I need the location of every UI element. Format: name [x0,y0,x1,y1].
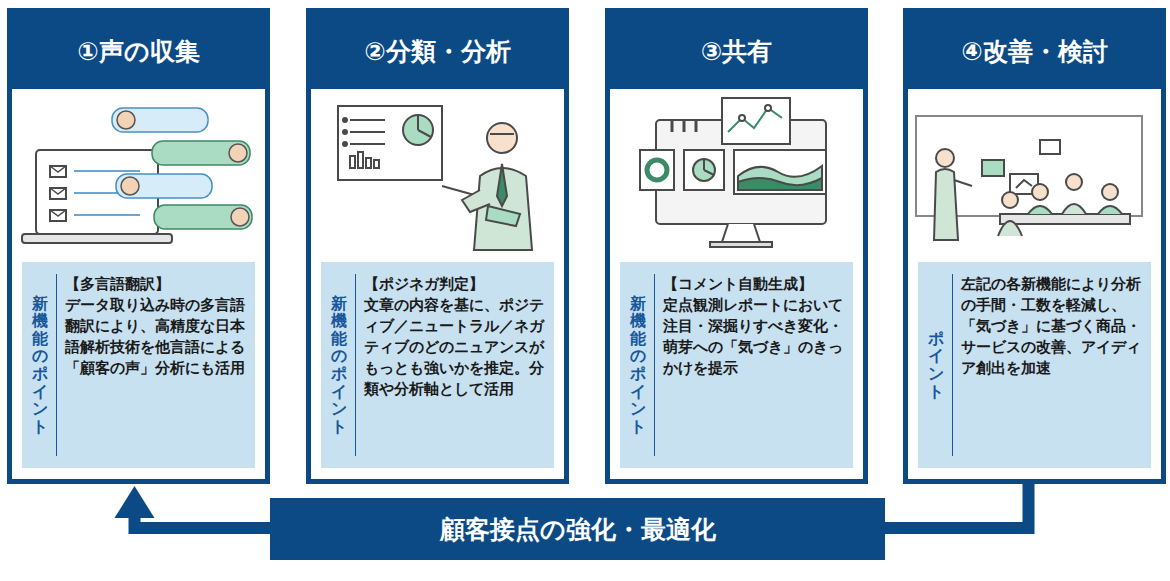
step-panel: ②分類・分析新機能のポイント 【ポジネガ判定】文章の内容を基に、ポジティブ／ニュー… [306,8,569,484]
monitor-illustration [640,98,826,247]
vertical-label: 新機能のポイント [331,295,347,436]
divider-line [654,274,655,456]
feature-box: 新機能のポイント 【ポジネガ判定】文章の内容を基に、ポジティブ／ニュートラル／ネガ… [321,262,554,468]
feature-body: データ取り込み時の多言語翻訳により、高精度な日本語解析技術を他言語による「顧客の… [65,295,245,379]
feature-heading: 【ポジネガ判定】 [364,274,544,295]
feature-heading: 【コメント自動生成】 [663,274,843,295]
feature-body: 左記の各新機能により分析の手間・工数を軽減し、「気づき」に基づく商品・サービスの… [961,274,1141,379]
feature-box: 新機能のポイント 【コメント自動生成】定点観測レポートにおいて注目・深掘りすべき変… [620,262,853,468]
step-title: ①声の収集 [12,13,265,89]
feature-box: ポイント 左記の各新機能により分析の手間・工数を軽減し、「気づき」に基づく商品・サ… [918,262,1151,468]
feature-box: 新機能のポイント 【多言語翻訳】データ取り込み時の多言語翻訳により、高精度な日本語… [22,262,255,468]
step-panel: ①声の収集新機能のポイント 【多言語翻訳】データ取り込み時の多言語翻訳により、高精… [7,8,270,484]
loop-band-label: 顧客接点の強化・最適化 [270,498,885,560]
feature-heading: 【多言語翻訳】 [65,274,245,295]
feature-text-column: 左記の各新機能により分析の手間・工数を軽減し、「気づき」に基づく商品・サービスの… [961,274,1141,456]
step-title: ②分類・分析 [311,13,564,89]
divider-line [56,274,57,456]
step-title: ④改善・検討 [908,13,1161,89]
step-panel: ④改善・検討ポイント 左記の各新機能により分析の手間・工数を軽減し、「気づき」に基… [903,8,1166,484]
feature-body: 定点観測レポートにおいて注目・深掘りすべき変化・萌芽への「気づき」のきっかけを提… [663,295,843,379]
arrow-head [115,486,155,518]
feature-text-column: 【ポジネガ判定】文章の内容を基に、ポジティブ／ニュートラル／ネガティブのどのニュ… [364,274,544,456]
vertical-label: 新機能のポイント [630,295,646,436]
divider-line [952,274,953,456]
step-title: ③共有 [610,13,863,89]
feature-text-column: 【多言語翻訳】データ取り込み時の多言語翻訳により、高精度な日本語解析技術を他言語… [65,274,245,456]
feature-text-column: 【コメント自動生成】定点観測レポートにおいて注目・深掘りすべき変化・萌芽への「気… [663,274,843,456]
meeting-illustration [916,116,1142,240]
presenter-illustration [338,106,532,250]
divider-line [355,274,356,456]
vertical-label: 新機能のポイント [32,295,48,436]
step-panel: ③共有新機能のポイント 【コメント自動生成】定点観測レポートにおいて注目・深掘りす… [605,8,868,484]
vertical-label: ポイント [928,330,944,400]
feature-body: 文章の内容を基に、ポジティブ／ニュートラル／ネガティブのどのニュアンスがもっとも… [364,295,544,400]
chat-bubbles [112,108,252,229]
